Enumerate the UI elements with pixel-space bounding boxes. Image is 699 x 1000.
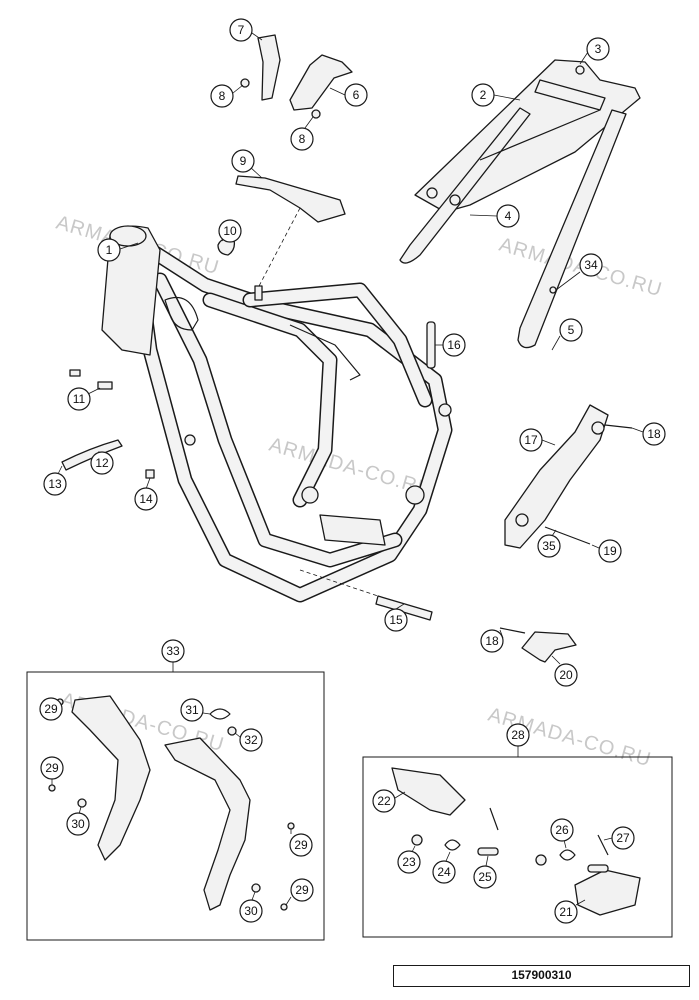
- top-brackets-drawing: [240, 34, 353, 119]
- callout-12[interactable]: 12: [90, 451, 114, 475]
- svg-text:22: 22: [377, 794, 391, 808]
- footrests-drawing: [391, 767, 641, 916]
- callout-11[interactable]: 11: [67, 387, 101, 411]
- callout-27[interactable]: 27: [603, 826, 635, 850]
- strap-drawing: [426, 321, 436, 369]
- callout-18a[interactable]: 18: [631, 422, 666, 446]
- svg-text:9: 9: [240, 154, 247, 168]
- callout-16[interactable]: 16: [435, 333, 466, 357]
- svg-text:5: 5: [568, 323, 575, 337]
- svg-text:6: 6: [353, 88, 360, 102]
- callout-13[interactable]: 13: [43, 465, 67, 496]
- callout-15[interactable]: 15: [384, 603, 408, 632]
- svg-text:29: 29: [45, 761, 59, 775]
- callout-5[interactable]: 5: [551, 318, 583, 351]
- svg-text:18: 18: [485, 634, 499, 648]
- drawing-number: 157900310: [393, 965, 690, 987]
- svg-text:33: 33: [166, 644, 180, 658]
- svg-text:30: 30: [71, 817, 85, 831]
- frame-drawing: [101, 225, 453, 603]
- frame-guard-kit-box: [26, 671, 325, 941]
- svg-text:29: 29: [44, 702, 58, 716]
- callout-9[interactable]: 9: [231, 149, 263, 179]
- svg-text:7: 7: [238, 23, 245, 37]
- svg-text:19: 19: [603, 544, 617, 558]
- callout-19[interactable]: 19: [591, 539, 622, 563]
- stand-bracket-drawing: [504, 404, 633, 549]
- svg-text:17: 17: [524, 433, 538, 447]
- svg-text:8: 8: [219, 89, 226, 103]
- svg-text:21: 21: [559, 905, 573, 919]
- callout-17[interactable]: 17: [519, 428, 556, 452]
- callout-6[interactable]: 6: [329, 83, 368, 107]
- callout-30b[interactable]: 30: [239, 891, 263, 923]
- callout-30a[interactable]: 30: [66, 806, 90, 836]
- callout-4[interactable]: 4: [469, 204, 520, 228]
- svg-text:34: 34: [584, 258, 598, 272]
- callout-14[interactable]: 14: [134, 477, 158, 511]
- footrest-kit-box: [362, 756, 673, 938]
- callout-28[interactable]: 28: [506, 723, 530, 747]
- svg-text:25: 25: [478, 870, 492, 884]
- callout-31[interactable]: 31: [180, 698, 211, 722]
- svg-text:27: 27: [616, 831, 630, 845]
- svg-text:29: 29: [295, 883, 309, 897]
- svg-text:11: 11: [73, 392, 86, 406]
- callout-34[interactable]: 34: [555, 253, 603, 291]
- svg-text:30: 30: [244, 904, 258, 918]
- svg-text:1: 1: [106, 243, 113, 257]
- callout-29a[interactable]: 29: [39, 697, 63, 721]
- svg-text:2: 2: [480, 88, 487, 102]
- svg-text:18: 18: [647, 427, 661, 441]
- svg-text:14: 14: [139, 492, 153, 506]
- svg-text:10: 10: [223, 224, 237, 238]
- callout-25[interactable]: 25: [473, 855, 497, 889]
- svg-text:3: 3: [595, 42, 602, 56]
- callout-23[interactable]: 23: [397, 845, 421, 874]
- svg-text:29: 29: [294, 838, 308, 852]
- callout-29b[interactable]: 29: [40, 756, 64, 785]
- svg-text:24: 24: [437, 865, 451, 879]
- callout-24[interactable]: 24: [432, 851, 456, 884]
- callout-1[interactable]: 1: [97, 238, 139, 262]
- svg-text:32: 32: [244, 733, 258, 747]
- stand-plate-drawing: [499, 627, 577, 663]
- svg-text:28: 28: [511, 728, 525, 742]
- callout-35[interactable]: 35: [537, 529, 561, 558]
- svg-text:31: 31: [185, 703, 199, 717]
- callout-8a[interactable]: 8: [210, 84, 244, 108]
- svg-text:35: 35: [542, 539, 556, 553]
- pivot-bolt-drawing: [299, 569, 433, 621]
- svg-text:23: 23: [402, 855, 416, 869]
- callout-32[interactable]: 32: [234, 728, 263, 752]
- callout-3[interactable]: 3: [579, 37, 610, 65]
- callout-26[interactable]: 26: [550, 818, 574, 849]
- left-small-parts: [61, 369, 155, 479]
- svg-text:4: 4: [505, 209, 512, 223]
- cable-holder-drawing: [217, 175, 346, 301]
- callout-22[interactable]: 22: [372, 789, 406, 813]
- svg-text:8: 8: [299, 132, 306, 146]
- callout-7[interactable]: 7: [229, 18, 263, 42]
- svg-text:20: 20: [559, 668, 573, 682]
- callout-20[interactable]: 20: [551, 655, 578, 687]
- callout-29c[interactable]: 29: [289, 829, 313, 857]
- callout-21[interactable]: 21: [554, 899, 586, 924]
- subframe-drawing: [399, 59, 641, 349]
- callout-8b[interactable]: 8: [290, 116, 314, 151]
- callout-18b[interactable]: 18: [480, 629, 504, 653]
- callout-10[interactable]: 10: [218, 219, 242, 243]
- callout-33[interactable]: 33: [161, 639, 185, 663]
- callout-29d[interactable]: 29: [285, 878, 314, 906]
- svg-text:13: 13: [48, 477, 62, 491]
- svg-text:12: 12: [95, 456, 109, 470]
- callout-2[interactable]: 2: [471, 83, 521, 107]
- frame-guards-drawing: [48, 695, 295, 911]
- svg-text:26: 26: [555, 823, 569, 837]
- svg-text:16: 16: [447, 338, 461, 352]
- svg-text:15: 15: [389, 613, 403, 627]
